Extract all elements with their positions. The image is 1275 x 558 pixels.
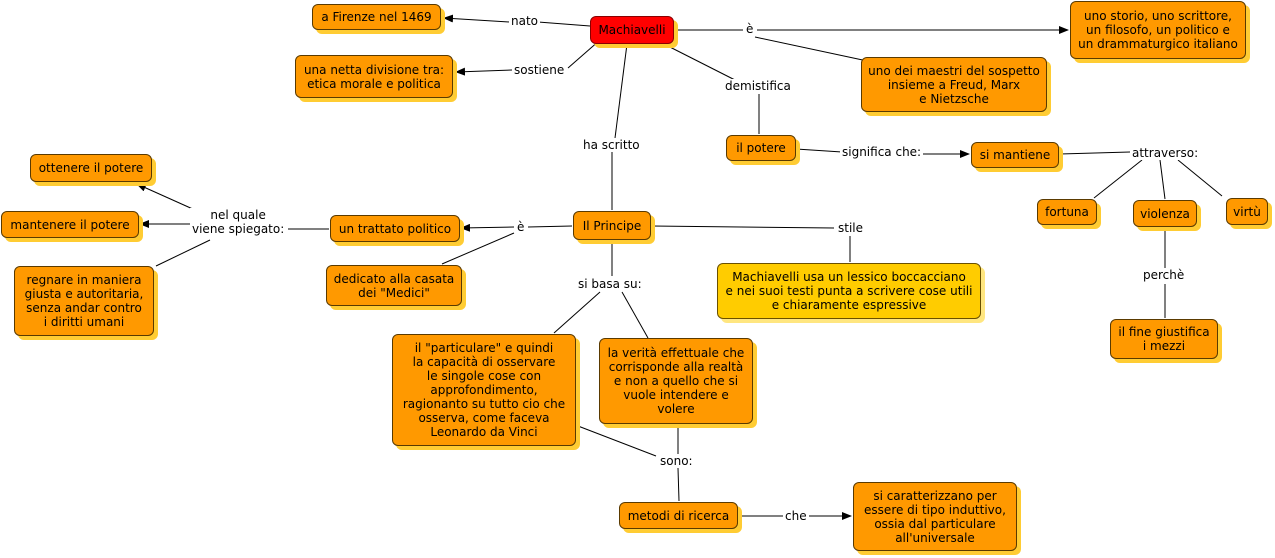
link-stile-a [651,225,835,229]
node-maestri[interactable]: uno dei maestri del sospetto insieme a F… [861,57,1047,112]
label-e-top: è [744,22,756,36]
node-violenza[interactable]: violenza [1133,200,1197,227]
link-attrav-a [1059,151,1131,155]
link-eprin-c [441,232,515,265]
node-trattato[interactable]: un trattato politico [330,215,460,242]
link-attrav-d [1177,159,1223,197]
label-si-basa: si basa su: [576,277,644,291]
node-mantenere[interactable]: mantenere il potere [1,211,139,238]
node-storico[interactable]: uno storio, uno scrittore, un filosofo, … [1070,1,1246,59]
label-perche: perchè [1141,268,1187,282]
node-divisione[interactable]: una netta divisione tra: etica morale e … [295,55,453,98]
label-che: che [783,509,809,523]
node-potere[interactable]: il potere [726,135,796,161]
node-mantiene[interactable]: si mantiene [971,142,1059,168]
node-medici[interactable]: dedicato alla casata dei "Medici" [326,265,462,306]
link-nato-b [443,14,511,23]
link-eprin-a [527,225,573,228]
link-quale-b [136,183,196,211]
link-sono-c [677,467,680,502]
node-virtu[interactable]: virtù [1226,198,1268,225]
label-nel-quale: nel quale viene spiegato: [190,208,287,236]
node-fortuna[interactable]: fortuna [1037,199,1097,225]
node-ottenere[interactable]: ottenere il potere [30,154,152,182]
link-demist-a [659,41,736,81]
label-significa: significa che: [840,145,924,159]
link-nato-a [537,21,591,27]
link-sostiene-a [567,39,601,69]
label-attraverso: attraverso: [1130,146,1201,160]
link-quale-d [155,239,211,267]
node-fine[interactable]: il fine giustifica i mezzi [1110,319,1218,359]
link-e-c [754,36,873,63]
node-metodi[interactable]: metodi di ricerca [619,502,738,529]
label-nato: nato [509,14,541,28]
node-lessico[interactable]: Machiavelli usa un lessico boccacciano e… [717,263,981,319]
link-eprin-b [460,223,515,232]
label-ha-scritto: ha scritto [581,138,642,152]
label-sostiene: sostiene [512,63,567,77]
link-scritto-a [614,43,628,139]
label-sono: sono: [658,454,695,468]
link-basa-b [553,291,601,334]
link-sostiene-b [455,67,513,76]
label-e-principe: è [515,220,527,234]
node-particulare[interactable]: il "particulare" e quindi la capacità di… [392,334,576,446]
link-basa-c [621,291,649,339]
link-attrav-c [1159,159,1166,200]
node-firenze[interactable]: a Firenze nel 1469 [312,4,441,30]
node-regnare[interactable]: regnare in maniera giusta e autoritaria,… [14,266,154,336]
node-verita[interactable]: la verità effettuale che corrisponde all… [599,338,753,424]
link-attrav-b [1093,159,1143,199]
node-principe[interactable]: Il Principe [573,211,651,240]
link-signif-a [795,148,843,153]
label-demistifica: demistifica [723,79,793,93]
link-sono-a [577,425,657,457]
node-machiavelli[interactable]: Machiavelli [590,16,674,44]
node-induttivo[interactable]: si caratterizzano per essere di tipo ind… [853,482,1017,551]
label-stile: stile [836,221,866,235]
